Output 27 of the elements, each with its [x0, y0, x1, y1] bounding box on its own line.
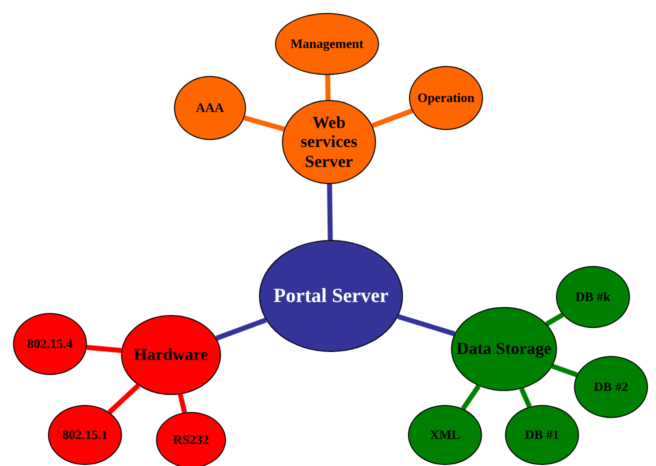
- connector-line: [460, 384, 481, 410]
- node-label: DB #k: [574, 290, 612, 304]
- node-label: XML: [428, 428, 462, 442]
- connector-line: [178, 394, 187, 414]
- connector-line: [397, 314, 456, 336]
- node-label: Operation: [416, 90, 476, 106]
- node-label: Hardware: [132, 345, 210, 365]
- node-label: RS232: [172, 432, 210, 448]
- connector-line: [86, 344, 122, 353]
- connector-line: [108, 384, 140, 414]
- node-label: 802.15.4: [26, 336, 74, 352]
- node-label: Data Storage: [456, 339, 552, 359]
- connector-line: [325, 74, 331, 100]
- node-label: Web services Server: [300, 112, 358, 172]
- connector-line: [244, 115, 285, 132]
- node-label: AAA: [194, 100, 226, 116]
- node-label: DB #2: [592, 380, 630, 394]
- connector-line: [371, 108, 413, 128]
- connector-line: [545, 312, 564, 326]
- node-label: Management: [290, 36, 364, 52]
- node-label: Portal Server: [272, 284, 390, 308]
- connector-line: [552, 364, 578, 378]
- node-label: DB #1: [524, 428, 560, 442]
- node-label: 802.15.1: [61, 428, 109, 442]
- connector-line: [519, 388, 532, 408]
- connector-line: [216, 318, 267, 341]
- connector-line: [327, 184, 333, 240]
